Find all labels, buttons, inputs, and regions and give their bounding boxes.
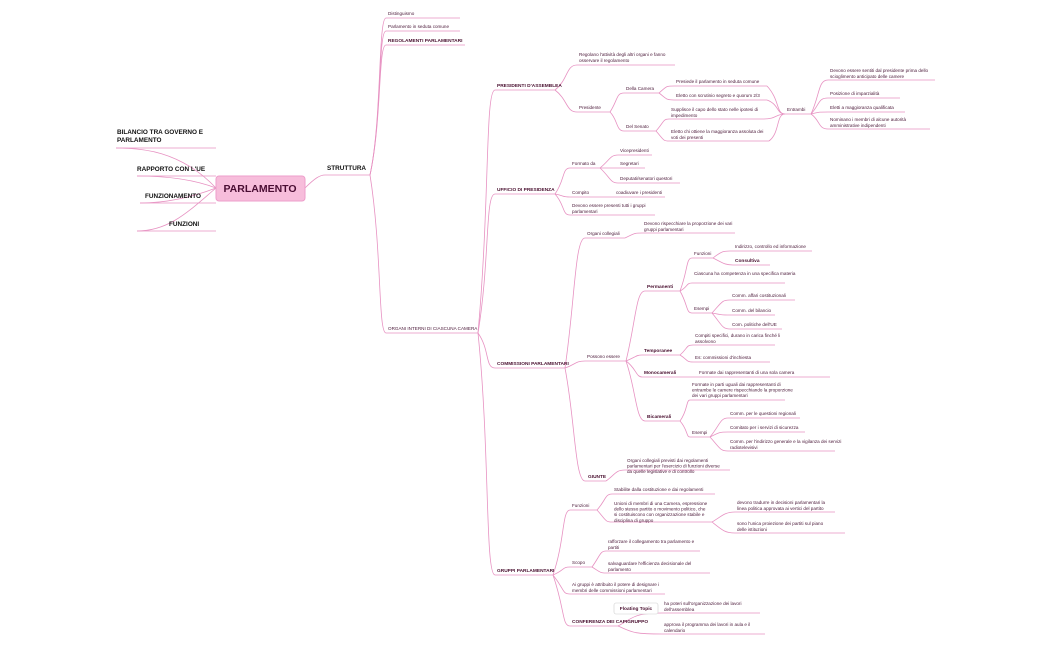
node-mono-desc[interactable]: Formate dai rappresentanti di una sola c… xyxy=(699,370,795,375)
node-vigilanza-radiotv[interactable]: Comm. per l'indirizzo generale e la vigi… xyxy=(730,439,841,450)
node-monocamerali[interactable]: Monocamerali xyxy=(644,370,676,376)
node-stabilite-costituzione[interactable]: Stabilite dalla costituzione e dai regol… xyxy=(614,487,703,492)
node-servizi-sicurezza[interactable]: Comitato per i servizi di sicurezza xyxy=(730,425,799,430)
node-affari-costituzionali[interactable]: Comm. affari costituzionali xyxy=(732,293,786,298)
topic-funzioni[interactable]: FUNZIONI xyxy=(169,221,199,228)
node-rispecchiare-proporzione[interactable]: Devono rispecchiare la proporzione dei v… xyxy=(644,221,732,232)
node-esempi-permanenti[interactable]: Esempi xyxy=(694,306,709,311)
node-regolamenti-parlamentari[interactable]: REGOLAMENTI PARLAMENTARI xyxy=(388,38,463,44)
node-rafforzare-collegamento[interactable]: rafforzare il collegamento tra parlament… xyxy=(608,539,695,550)
node-tradurre-decisioni[interactable]: devono tradurre in decisioni parlamentar… xyxy=(737,500,826,511)
central-topic-box[interactable] xyxy=(215,175,306,202)
node-senato-supplisce[interactable]: Supplisce il capo dello stato nelle ipot… xyxy=(671,107,758,118)
node-camera-eletto[interactable]: Eletto con scrutinio segreto e quorum 2/… xyxy=(676,93,760,98)
node-gruppi-parlamentari[interactable]: GRUPPI PARLAMENTARI xyxy=(497,568,555,574)
floating-topic-box[interactable] xyxy=(613,602,659,615)
topic-underlines xyxy=(116,17,935,635)
node-del-senato[interactable]: Del Senato xyxy=(626,124,649,129)
node-commissioni-parlamentari[interactable]: COMMISSIONI PARLAMENTARI xyxy=(497,361,569,367)
node-formato-da[interactable]: Formato da xyxy=(572,161,596,166)
node-organi-interni[interactable]: ORGANI INTERNI DI CIASCUNA CAMERA xyxy=(388,326,478,331)
node-temporanee[interactable]: Temporanee xyxy=(644,348,672,354)
node-scopo[interactable]: Scopo xyxy=(572,560,585,565)
node-giunte-desc[interactable]: Organi collegiali previsti dai regolamen… xyxy=(627,458,720,474)
node-presidenti-assemblea[interactable]: PRESIDENTI D'ASSEMBLEA xyxy=(497,83,562,89)
node-entrambi-maggioranza[interactable]: Eletti a maggioranza qualificata xyxy=(830,105,894,110)
node-entrambi-sentiti[interactable]: Devono essere sentiti dal presidente pri… xyxy=(830,68,928,79)
node-giunte[interactable]: GIUNTE xyxy=(588,474,607,480)
node-salvaguardare-efficienza[interactable]: salvaguardare l'efficienza decisionale d… xyxy=(608,561,691,572)
node-bic-desc[interactable]: Formate in parti uguali dai rappresentan… xyxy=(692,382,793,398)
node-possono-essere[interactable]: Possono essere xyxy=(587,354,620,359)
node-compito[interactable]: Compito xyxy=(572,190,590,195)
topic-struttura[interactable]: STRUTTURA xyxy=(327,165,366,172)
node-ufficio-presidenza[interactable]: UFFICIO DI PRESIDENZA xyxy=(497,187,555,193)
node-organi-collegiali[interactable]: Organi collegiali xyxy=(587,231,620,236)
node-entrambi-imparzialita[interactable]: Posizione di imparzialità xyxy=(830,91,880,96)
node-entrambi[interactable]: Entrambi xyxy=(787,107,805,112)
node-potere-designare[interactable]: Ai gruppi è attribuito il potere di desi… xyxy=(572,582,659,593)
node-distinguismo[interactable]: Distinguismo xyxy=(388,11,415,16)
node-camera-presiede[interactable]: Presiede il parlamento in seduta comune xyxy=(676,79,760,84)
topic-funzionamento[interactable]: FUNZIONAMENTO xyxy=(145,193,201,200)
node-segretari[interactable]: Segretari xyxy=(620,161,639,166)
node-conferenza-capigruppo[interactable]: CONFERENZA DEI CAPIGRUPPO xyxy=(572,619,648,625)
node-funzioni-gruppi[interactable]: Funzioni xyxy=(572,503,589,508)
node-politiche-ue[interactable]: Com. politiche dell'UE xyxy=(732,322,777,327)
node-esempi-bicamerali[interactable]: Esempi xyxy=(692,430,707,435)
topic-rapporto-ue[interactable]: RAPPORTO CON L'UE xyxy=(137,166,206,173)
node-comm-bilancio[interactable]: Comm. del bilancio xyxy=(732,308,772,313)
node-bicamerali[interactable]: Bicamerali xyxy=(647,414,671,420)
node-regolano[interactable]: Regolano l'attività degli altri organi e… xyxy=(579,52,666,63)
node-senato-eletto[interactable]: Eletto chi ottiene la maggioranza assolu… xyxy=(671,129,763,140)
node-questori[interactable]: Deputati/senatori questori xyxy=(620,176,672,181)
node-compiti-specifici[interactable]: Compiti specifici, durano in carica finc… xyxy=(695,333,780,344)
node-commissioni-inchiesta[interactable]: Es: commissioni d'inchiesta xyxy=(695,355,751,360)
node-della-camera[interactable]: Della Camera xyxy=(626,86,655,91)
mind-map-connectors xyxy=(115,17,829,635)
node-questioni-regionali[interactable]: Comm. per le questioni regionali xyxy=(730,411,796,416)
node-permanenti[interactable]: Permanenti xyxy=(647,284,673,290)
node-approva-programma[interactable]: approva il programma dei lavori in aula … xyxy=(664,622,750,633)
node-vicepresidenti[interactable]: Vicepresidenti xyxy=(620,148,649,153)
node-coadiuvare[interactable]: coadiuvare i presidenti xyxy=(616,190,662,195)
node-competenza-materia[interactable]: Ciascuna ha competenza in una specifica … xyxy=(694,271,796,276)
node-seduta-comune[interactable]: Parlamento in seduta comune xyxy=(388,24,449,29)
central-topic[interactable]: PARLAMENTO xyxy=(223,183,296,195)
node-unioni-membri[interactable]: Unioni di membri di una Camera, espressi… xyxy=(614,501,708,523)
node-poteri-organizzazione[interactable]: ha poteri sull'organizzazione dei lavori… xyxy=(664,601,741,612)
node-presidente[interactable]: Presidente xyxy=(579,105,601,110)
node-consultiva[interactable]: Consultiva xyxy=(735,258,760,264)
node-unica-proiezione[interactable]: sono l'unica proiezione dei partiti sul … xyxy=(737,521,824,532)
node-funzioni-permanenti[interactable]: Funzioni xyxy=(694,251,711,256)
node-indirizzo-controllo[interactable]: Indirizzo, controllo ed informazione xyxy=(735,244,806,249)
floating-topic[interactable]: Floating Topic xyxy=(620,606,653,612)
